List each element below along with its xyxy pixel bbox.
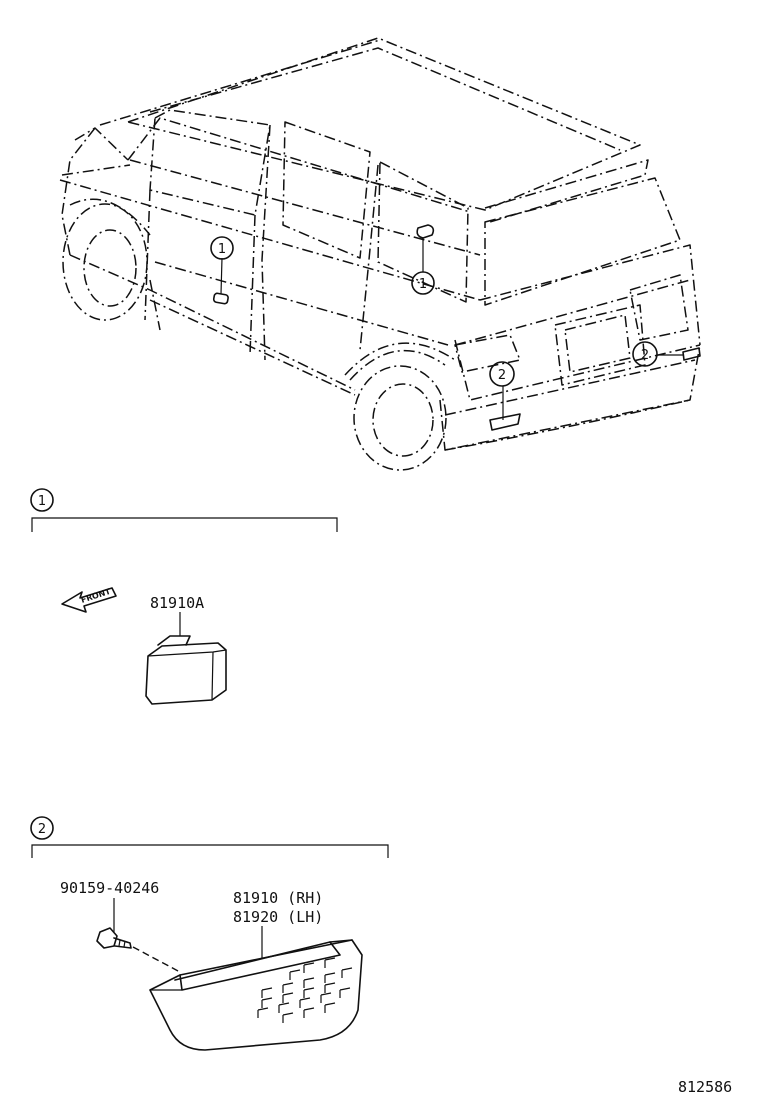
part-label-screw: 90159-40246: [60, 879, 159, 897]
front-arrow-icon: FRONT: [61, 587, 117, 613]
reflector-lamp-part: [149, 939, 363, 1051]
vehicle-outline: [59, 37, 701, 471]
svg-text:1: 1: [218, 242, 226, 257]
callout-1-right: 1: [411, 271, 435, 295]
side-marker-lamp-part: [145, 635, 227, 705]
part-label-81910A: 81910A: [150, 594, 204, 612]
section-1-header: 1: [30, 488, 338, 532]
svg-text:2: 2: [498, 368, 506, 383]
svg-text:2: 2: [38, 822, 46, 837]
section-2-header: 2: [30, 816, 389, 858]
lens-grid: [257, 957, 353, 1023]
part-label-lamp-lh: 81920 (LH): [233, 908, 323, 926]
callout-2-left: 2: [489, 361, 515, 387]
figure-id: 812586: [678, 1078, 732, 1096]
svg-text:1: 1: [419, 277, 427, 292]
callout-1-left: 1: [210, 236, 234, 260]
svg-text:1: 1: [38, 494, 46, 509]
screw-install-line: [132, 946, 181, 973]
screw-part: [96, 927, 132, 949]
part-label-lamp-rh: 81910 (RH): [233, 889, 323, 907]
svg-text:2: 2: [641, 348, 649, 363]
callout-2-right: 2: [632, 341, 658, 367]
